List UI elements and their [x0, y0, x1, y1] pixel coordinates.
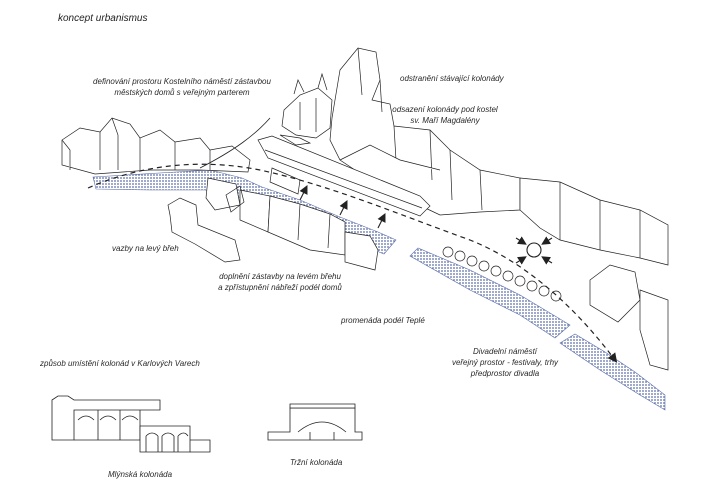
label-vazby: vazby na levý břeh [112, 243, 179, 254]
label-kostelni-line2: městských domů s veřejným parterem [92, 87, 272, 98]
label-doplneni: doplnění zástavby na levém břehu a zpřís… [205, 271, 355, 293]
circle-focus-icon [516, 238, 552, 263]
diagram-title: koncept urbanismus [58, 13, 148, 24]
label-odsazeni: odsazení kolonády pod kostel sv. Maří Ma… [380, 104, 510, 126]
label-trzni: Tržní kolonáda [290, 457, 342, 468]
buildings-left [62, 118, 250, 174]
trzni-section [268, 404, 362, 440]
label-divadelni: Divadelní náměstí veřejný prostor - fest… [440, 346, 570, 379]
church [280, 74, 332, 145]
label-odsazeni-line2: sv. Maří Magdalény [380, 115, 510, 126]
label-divadelni-line3: předprostor divadla [440, 368, 570, 379]
label-odsazeni-line1: odsazení kolonády pod kostel [380, 104, 510, 115]
mlynska-section [52, 396, 210, 452]
label-promenada: promenáda podél Teplé [341, 315, 425, 326]
label-mlynska: Mlýnská kolonáda [108, 469, 172, 480]
label-kostelni: definování prostoru Kostelního náměstí z… [92, 76, 272, 98]
label-kostelni-line1: definování prostoru Kostelního náměstí z… [92, 76, 272, 87]
label-zpusob: způsob umístění kolonád v Karlových Vare… [40, 358, 200, 369]
label-divadelni-line2: veřejný prostor - festivaly, trhy [440, 357, 570, 368]
label-divadelni-line1: Divadelní náměstí [440, 346, 570, 357]
label-doplneni-line1: doplnění zástavby na levém břehu [205, 271, 355, 282]
label-doplneni-line2: a zpřístupnění nábřeží podél domů [205, 282, 355, 293]
buildings-right [520, 178, 668, 370]
label-odstraneni: odstranění stávající kolonády [400, 73, 504, 84]
